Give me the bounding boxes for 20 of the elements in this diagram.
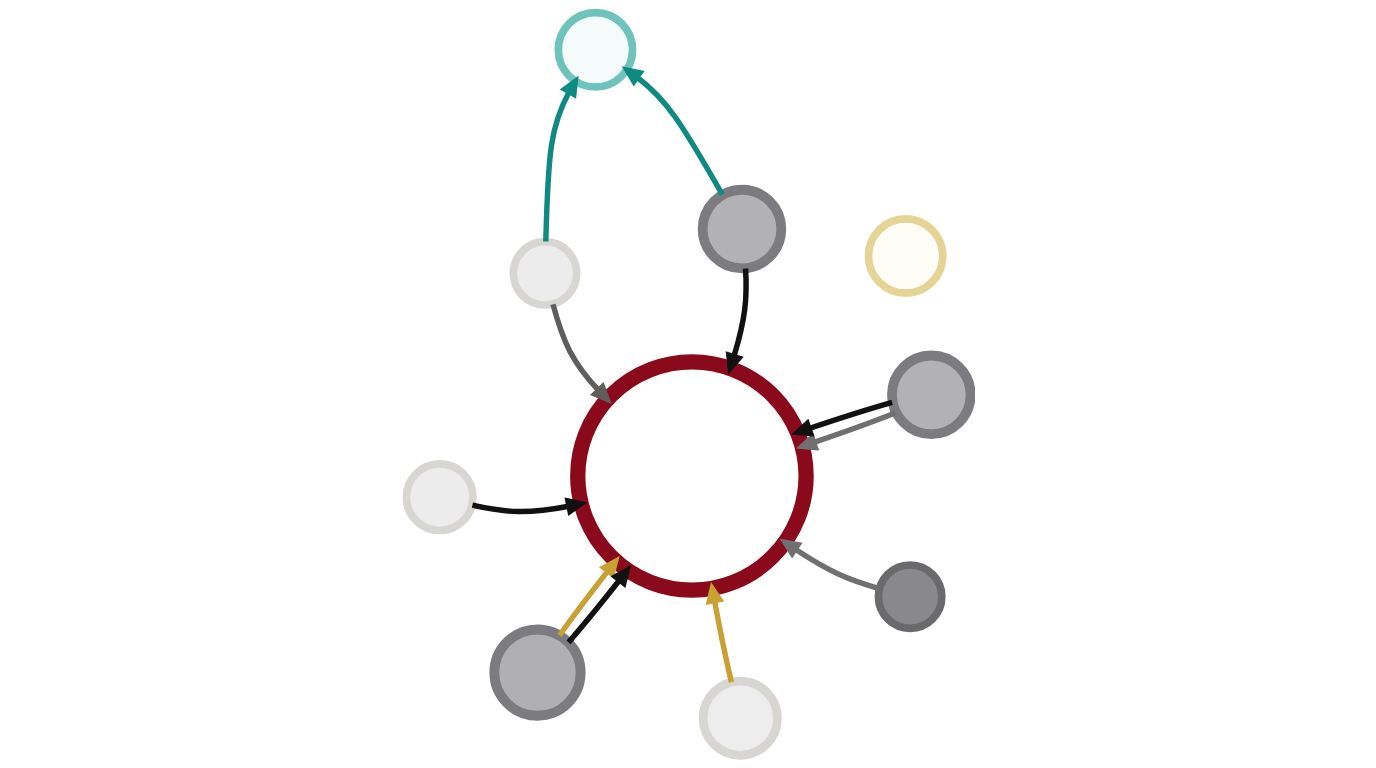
- node-circle: [698, 676, 782, 760]
- node-circle: [697, 184, 786, 274]
- node-circle: [864, 215, 947, 297]
- node-circle: [402, 460, 477, 535]
- arrow: [621, 66, 725, 196]
- node-circle: [886, 350, 975, 440]
- node-circle: [509, 237, 581, 309]
- arrow: [778, 538, 880, 592]
- arrow: [795, 410, 897, 451]
- arrow: [725, 268, 749, 375]
- node-circle: [553, 8, 636, 91]
- node-circle: [488, 624, 586, 721]
- arrow: [565, 565, 631, 645]
- node-circle: [874, 561, 946, 633]
- arrow: [471, 497, 587, 516]
- arrow: [556, 556, 620, 637]
- arrow: [542, 75, 579, 242]
- arrow: [705, 581, 734, 683]
- arrow: [790, 399, 893, 437]
- arrow: [549, 303, 612, 404]
